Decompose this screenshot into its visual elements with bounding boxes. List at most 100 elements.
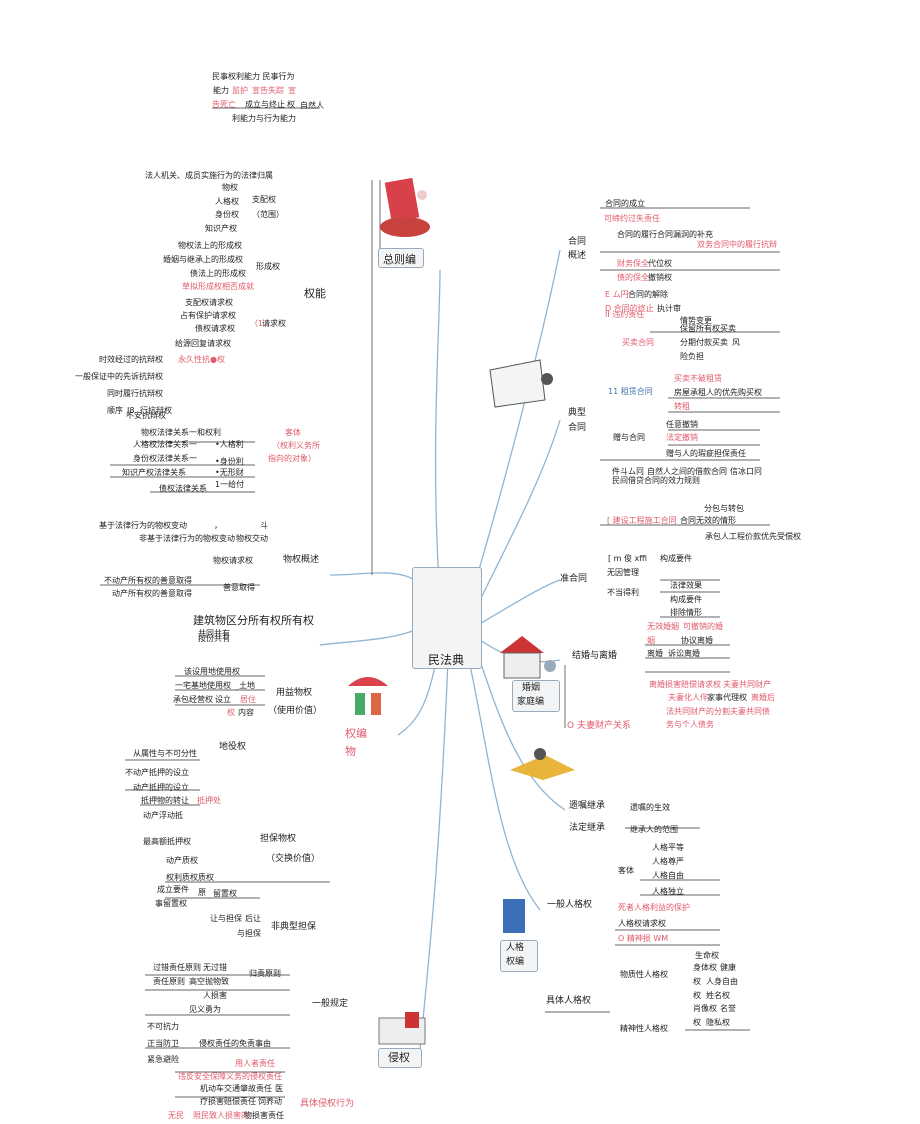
renge-item: 权 <box>693 991 701 1000</box>
wuquan-title[interactable]: 物权概述 <box>283 555 320 565</box>
wuquan-item: ， <box>214 521 222 530</box>
hetong-item: 分包与转包 <box>704 504 744 513</box>
hunyin-item: 家事代理权 <box>707 693 747 702</box>
qinquan-item: 物损害责任 <box>244 1111 284 1120</box>
hetong-item: 无因管理 <box>607 568 639 577</box>
hetong-typical-sub: 合同 <box>568 423 587 433</box>
rights-item: 顺序 <box>107 406 123 415</box>
hunyin-node-box <box>512 680 560 712</box>
jicheng-item[interactable]: 法定继承 <box>569 823 606 833</box>
hetong-subtitle: 概述 <box>568 251 587 261</box>
hunyin-item[interactable]: O 夫妻财产关系 <box>567 721 631 731</box>
hetong-item: 法律效果 <box>670 581 702 590</box>
hunyin-item: 务与个人债务 <box>666 720 714 729</box>
hetong-title[interactable]: 合同 <box>568 237 587 247</box>
qinquan-item: 过错责任原则 <box>153 963 201 972</box>
wuquan-item: 与担保 <box>237 929 261 938</box>
qinquan-item: 用人者责任 <box>235 1059 275 1068</box>
wuquan-item: 动产质权 <box>166 856 198 865</box>
qinquan-item: 饲养动 <box>258 1097 282 1106</box>
renge-item: 人格自由 <box>652 871 684 880</box>
wuquan-illustration <box>343 668 393 723</box>
qinquan-item: 高空抛物致 <box>189 977 229 986</box>
center-title[interactable]: 民法典 <box>428 653 465 667</box>
zongze-item: 监护 <box>232 86 248 95</box>
hetong-illustration <box>485 355 560 410</box>
qinquan-item: 人损害 <box>203 991 227 1000</box>
hetong-item: 赠与合同 <box>613 433 645 442</box>
zongze-item: 自然人 <box>300 101 324 110</box>
renge-item: 死者人格利益的保护 <box>618 903 690 912</box>
renge-title[interactable]: 人格 <box>506 943 525 953</box>
wuquan-item: 不动产抵押的设立 <box>125 768 189 777</box>
hetong-item: 11 租赁合同 <box>608 387 653 396</box>
qinquan-node-box <box>378 1048 422 1068</box>
hunyin-title[interactable]: 婚姻 <box>522 683 541 693</box>
qinquan-item: 紧急避险 <box>147 1055 179 1064</box>
renge-specific[interactable]: 具体人格权 <box>546 996 592 1006</box>
zongze-item: 成立与终止 <box>245 100 285 109</box>
hunyin-item: 姻 <box>647 636 655 645</box>
renge-illustration <box>497 895 532 940</box>
hetong-typical[interactable]: 典型 <box>568 408 587 418</box>
hunyin-item: 无效婚姻 <box>647 622 679 631</box>
hetong-item: 民间借贷合同的效力规则 <box>612 476 700 485</box>
qinquan-item: 限民致人损害的 <box>193 1111 249 1120</box>
qinquan-title[interactable]: 侵权 <box>388 1051 410 1064</box>
rights-item: 不安抗辩权 <box>126 411 166 420</box>
zongze-item: 民事权利能力 民事行为 <box>212 72 295 81</box>
wuquan-item: 非典型担保 <box>271 922 317 932</box>
hetong-item: 合同的解除 <box>628 290 668 299</box>
wuquan-item: 动产抵押的设立 <box>133 783 189 792</box>
hunyin-item: 法共同财产的分割 <box>666 707 730 716</box>
zongze-item: 权 <box>287 100 295 109</box>
hunyin-title2: 家庭编 <box>517 697 545 707</box>
object-item: •人格利 <box>215 440 244 449</box>
hunyin-item: 可撤销的婚 <box>683 622 723 631</box>
qinquan-general: 一般规定 <box>312 999 349 1009</box>
hunyin-item: 夫妻共同债 <box>730 707 770 716</box>
rights-item: 法人机关、成员实施行为的法律归属 <box>145 171 273 180</box>
hunyin-sub[interactable]: 结婚与离婚 <box>572 651 618 661</box>
qinquan-item: 不可抗力 <box>147 1022 179 1031</box>
hetong-item: 转租 <box>674 402 690 411</box>
wuquan-item: 善意取得 <box>223 583 255 592</box>
wuquan-item: 动产所有权的善意取得 <box>112 589 192 598</box>
renge-item: 姓名权 <box>706 991 730 1000</box>
wuquan-item: 物权请求权 <box>213 556 253 565</box>
renge-item: O 精神损 WM <box>618 934 669 943</box>
object-item: •身份利 <box>215 457 244 466</box>
hetong-quasi[interactable]: 准合同 <box>560 574 588 584</box>
zongze-illustration <box>378 175 433 240</box>
wuquan-item: （交换价值） <box>266 854 321 864</box>
renge-general[interactable]: 一般人格权 <box>547 900 593 910</box>
rights-item: 物权法上的形成权 <box>178 241 242 250</box>
jicheng-item[interactable]: 遗嘱继承 <box>569 801 606 811</box>
wuquan-item: 建筑物区分所有权所有权 <box>193 614 314 627</box>
hetong-item: 分期付款买卖 <box>680 338 728 347</box>
hunyin-item: 诉讼离婚 <box>668 649 700 658</box>
renge-item: 名誉 <box>720 1004 736 1013</box>
qinquan-item: 见义勇为 <box>189 1005 221 1014</box>
zongze-item: 能力 <box>213 86 229 95</box>
wuquan-item: 抵押物的转让 <box>141 796 189 805</box>
object-item: 债权法律关系 <box>159 484 207 493</box>
rights-item: 债法上的形成权 <box>190 269 246 278</box>
zongze-title[interactable]: 总则编 <box>383 253 416 266</box>
wuquan-item: 成立要件 <box>157 885 189 894</box>
hetong-item: D 合同的终止 <box>605 304 654 313</box>
rights-item: 时效经过的抗辩权 <box>99 355 163 364</box>
renge-title2: 权编 <box>506 957 525 967</box>
qinquan-item: 无过错 <box>203 963 227 972</box>
wuquan-item: 抵押处 <box>197 796 221 805</box>
rights-item: 草拟形成权相否成就 <box>182 282 254 291</box>
wuquan-item: 一宅基地使用权 <box>175 681 231 690</box>
hetong-item: 赠与人的瑕疵担保责任 <box>666 449 746 458</box>
object-item: （权利义务所 <box>272 441 320 450</box>
wuquan-item: 最高额抵押权 <box>143 837 191 846</box>
wuquan-item[interactable]: 权编 <box>345 727 367 740</box>
hunyin-item: 协议离婚 <box>681 636 713 645</box>
qinquan-illustration <box>375 1010 430 1050</box>
hetong-item: 承包人工程价款优先受偿权 <box>705 532 801 541</box>
